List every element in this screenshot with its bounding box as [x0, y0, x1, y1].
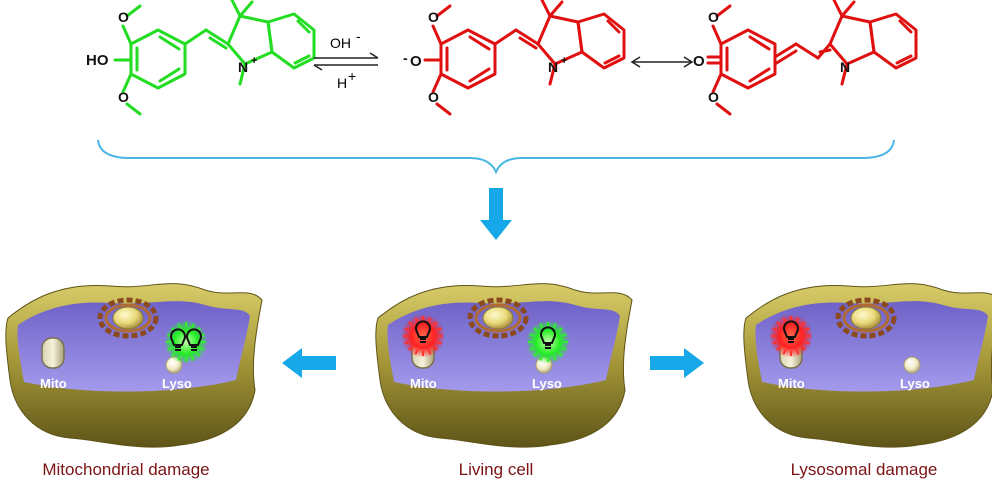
cell-living-cell: Mito Lyso — [375, 283, 633, 448]
ho-atom-label: HO — [86, 52, 109, 69]
red2-methoxy-o-bottom-label: O — [708, 89, 719, 105]
red2-n-atom-label: N — [840, 59, 850, 75]
phenolate-o-charge: - — [403, 50, 408, 66]
reverse-condition-label: H — [337, 75, 347, 91]
red1-n-charge-label: + — [561, 55, 567, 67]
lyso-lightbulb-icon — [540, 326, 556, 349]
mito-lightbulb-icon — [783, 320, 799, 343]
lyso-label: Lyso — [532, 376, 562, 391]
nucleus — [835, 297, 897, 339]
phenolate-o-label: O — [410, 53, 422, 70]
n-charge-label: + — [251, 55, 257, 67]
lysosome — [903, 356, 921, 374]
lyso-green-fluorescence — [164, 320, 208, 364]
quinoid-dye-structure — [706, 0, 918, 116]
forward-condition-label: OH — [330, 35, 351, 51]
red1-methoxy-o-bottom-label: O — [428, 89, 439, 105]
reverse-condition-charge: + — [348, 68, 356, 84]
mitochondrion — [41, 337, 65, 369]
resonance-arrow — [630, 56, 694, 68]
nucleus — [467, 297, 529, 339]
phenolate-dye-structure — [423, 0, 626, 116]
cell-mitochondrial-damage: Mito Lyso — [5, 283, 263, 448]
protonated-dye-structure — [113, 0, 316, 116]
mito-label: Mito — [40, 376, 67, 391]
right-arrow — [650, 348, 704, 378]
red1-methoxy-o-top-label: O — [428, 9, 439, 25]
lyso-lightbulb-icon — [170, 328, 186, 351]
caption-mitochondrial-damage: Mitochondrial damage — [42, 460, 210, 479]
left-arrow — [282, 348, 336, 378]
mito-label: Mito — [778, 376, 805, 391]
down-arrow — [480, 188, 512, 240]
lyso-label: Lyso — [162, 376, 192, 391]
cell-lysosomal-damage: Mito Lyso — [743, 283, 992, 448]
forward-condition-charge: - — [356, 28, 361, 44]
nucleus — [97, 297, 159, 339]
quinone-o-label: O — [693, 53, 705, 70]
methoxy-o-top-label: O — [118, 9, 129, 25]
caption-living-cell: Living cell — [458, 460, 534, 479]
red1-n-atom-label: N — [548, 59, 558, 75]
grouping-brace — [97, 139, 895, 175]
lyso-label: Lyso — [900, 376, 930, 391]
cytoplasm-surface — [755, 301, 988, 392]
caption-lysosomal-damage: Lysosomal damage — [790, 460, 938, 479]
equilibrium-arrows — [313, 52, 379, 71]
red2-methoxy-o-top-label: O — [708, 9, 719, 25]
lyso-lightbulb-2-icon — [186, 328, 202, 351]
n-atom-label: N — [238, 59, 248, 75]
mito-lightbulb-icon — [415, 320, 431, 343]
methoxy-o-bottom-label: O — [118, 89, 129, 105]
mito-label: Mito — [410, 376, 437, 391]
cytoplasm-surface — [387, 301, 620, 392]
